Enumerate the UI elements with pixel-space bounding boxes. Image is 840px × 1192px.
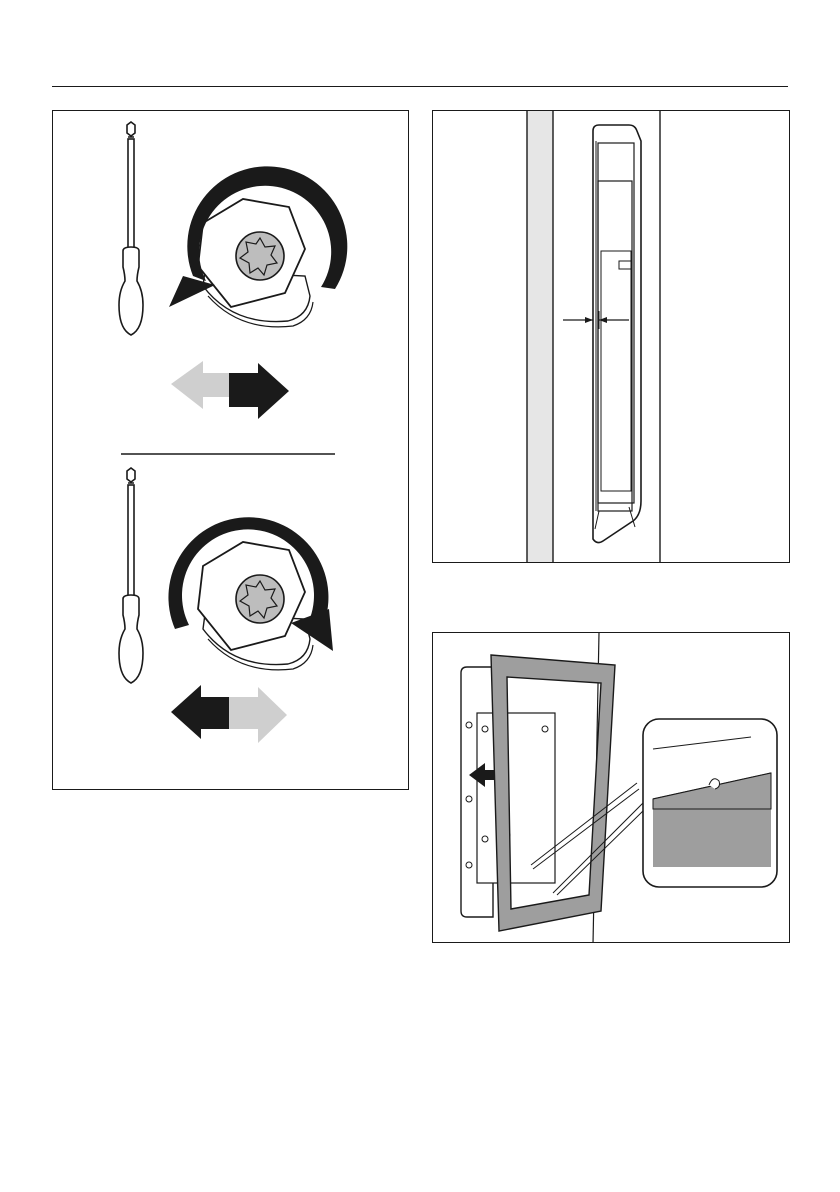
magnified-detail-icon bbox=[643, 719, 777, 887]
header-rule bbox=[52, 86, 788, 87]
screwdriver-icon bbox=[119, 468, 143, 683]
side-gap-figure bbox=[432, 110, 790, 563]
appliance-door-icon bbox=[593, 125, 641, 543]
move-left-arrow-icon bbox=[171, 685, 287, 743]
torx-screw-icon bbox=[236, 575, 284, 623]
seal-frame-figure bbox=[432, 632, 790, 943]
torx-screw-icon bbox=[236, 232, 284, 280]
screwdriver-rotation-figure bbox=[52, 110, 409, 790]
move-right-arrow-icon bbox=[171, 361, 289, 419]
screwdriver-icon bbox=[119, 122, 143, 335]
